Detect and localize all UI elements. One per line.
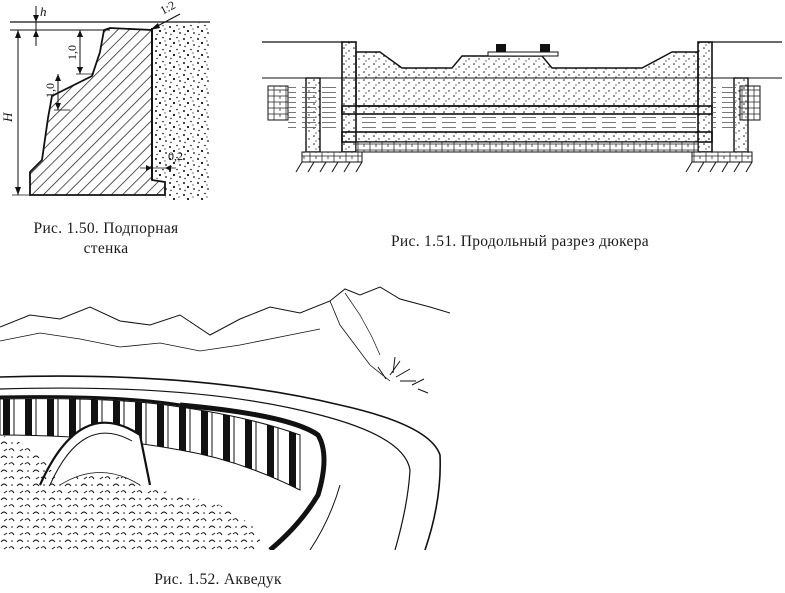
- caption-fig-1-50-line2: стенка: [83, 240, 129, 257]
- label-toe: 0,2: [168, 149, 183, 163]
- caption-fig-1-52: Рис. 1.52. Акведук: [154, 571, 282, 588]
- culvert-section-drawing: [262, 41, 782, 173]
- caption-fig-1-50: Рис. 1.50. Подпорная стенка: [0, 219, 212, 259]
- label-slope: 1:2: [158, 0, 178, 17]
- label-step-upper: 1,0: [65, 45, 79, 60]
- label-h: h: [40, 4, 47, 19]
- retaining-wall-drawing: h 1:2 1,0 1,0 H 0,2: [0, 0, 210, 200]
- label-height: H: [0, 112, 15, 123]
- aqueduct-illustration: [0, 286, 450, 550]
- caption-fig-1-51: Рис. 1.51. Продольный разрез дюкера: [391, 233, 649, 250]
- caption-fig-1-50-line1: Рис. 1.50. Подпорная: [33, 220, 179, 237]
- label-step-lower: 1,0: [43, 83, 57, 98]
